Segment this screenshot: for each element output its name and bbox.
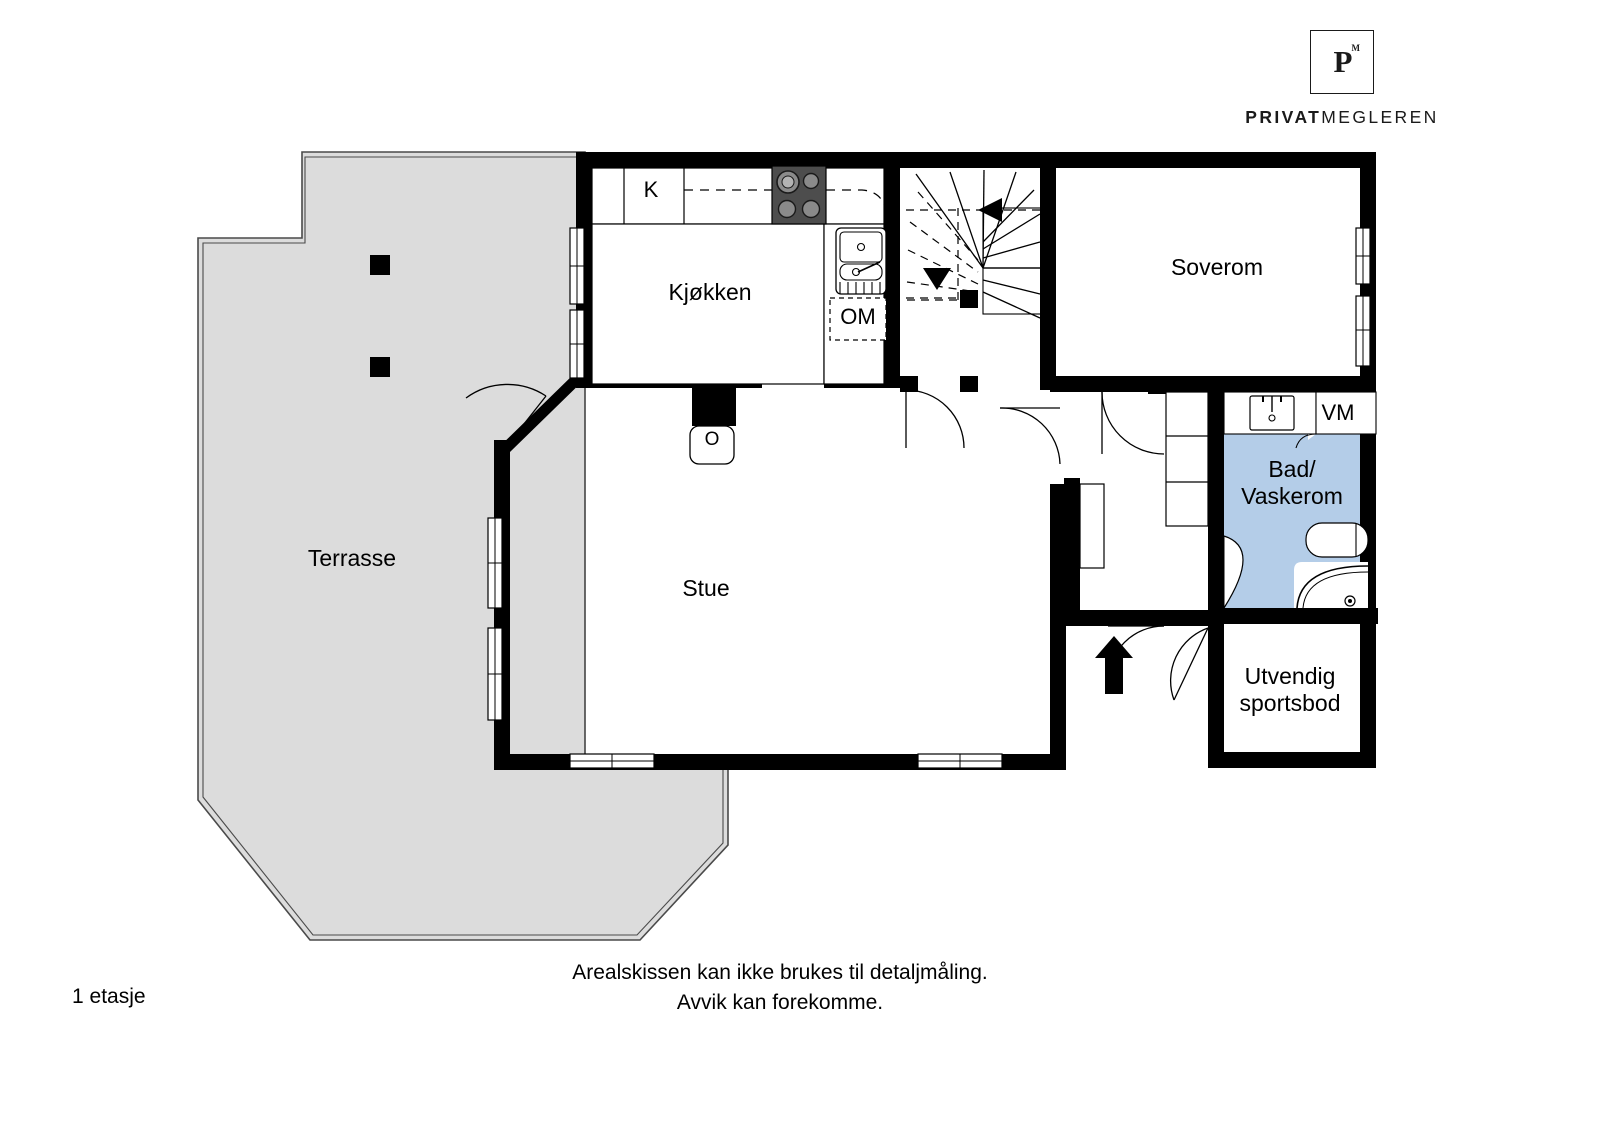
fixture-label-wood-stove: O xyxy=(704,429,720,450)
hall-closet xyxy=(1079,391,1209,569)
brand-wordmark: PRIVATMEGLEREN xyxy=(1242,107,1442,128)
sink-icon xyxy=(835,227,887,295)
window-icon xyxy=(487,627,503,721)
brand-wordmark-light: MEGLEREN xyxy=(1321,107,1439,127)
disclaimer-line-1: Arealskissen kan ikke brukes til detaljm… xyxy=(572,961,988,984)
window-icon xyxy=(1355,227,1371,285)
disclaimer-line-2: Avvik kan forekomme. xyxy=(676,991,884,1015)
disclaimer: Arealskissen kan ikke brukes til detaljm… xyxy=(380,958,1180,1019)
window-icon xyxy=(569,227,585,305)
entry-arrow-icon xyxy=(1095,636,1133,694)
arrow-down-icon xyxy=(923,268,951,290)
window-icon xyxy=(569,753,655,769)
toilet-icon xyxy=(1305,522,1369,558)
door-swing-group xyxy=(465,383,1209,701)
brand-mark-letter: P xyxy=(1333,44,1353,79)
window-icon xyxy=(569,309,585,379)
window-icon xyxy=(1355,295,1371,367)
basin-icon xyxy=(1249,395,1295,431)
fixture-label-fridge: K xyxy=(643,177,659,202)
window-icon xyxy=(917,753,1003,769)
oven-microwave-box xyxy=(829,297,887,341)
terrace-post-icon xyxy=(370,255,390,275)
window-group xyxy=(487,227,1371,769)
wall-stubs xyxy=(692,290,1166,496)
brand-mark-superscript: M xyxy=(1351,43,1361,53)
brand-logo: P M PRIVATMEGLEREN xyxy=(1242,30,1442,128)
brand-mark-box: P M xyxy=(1310,30,1374,94)
bad-vaskerom-fill xyxy=(1224,398,1367,612)
bathroom-fittings xyxy=(1223,391,1377,609)
brand-wordmark-bold: PRIVAT xyxy=(1245,107,1322,127)
fixture-label-washing-machine: VM xyxy=(1321,400,1355,425)
cooktop-icon xyxy=(771,165,827,225)
terrace-post-icon xyxy=(370,357,390,377)
shower-icon xyxy=(1294,562,1369,609)
arrow-up-icon xyxy=(978,198,1002,222)
fixture-label-oven-microwave: OM xyxy=(840,304,876,329)
kitchen-fittings xyxy=(591,165,887,385)
wood-stove-icon xyxy=(689,425,735,465)
window-icon xyxy=(487,517,503,609)
stairs-icon xyxy=(906,169,1056,319)
floor-label: 1 etasje xyxy=(72,985,146,1008)
